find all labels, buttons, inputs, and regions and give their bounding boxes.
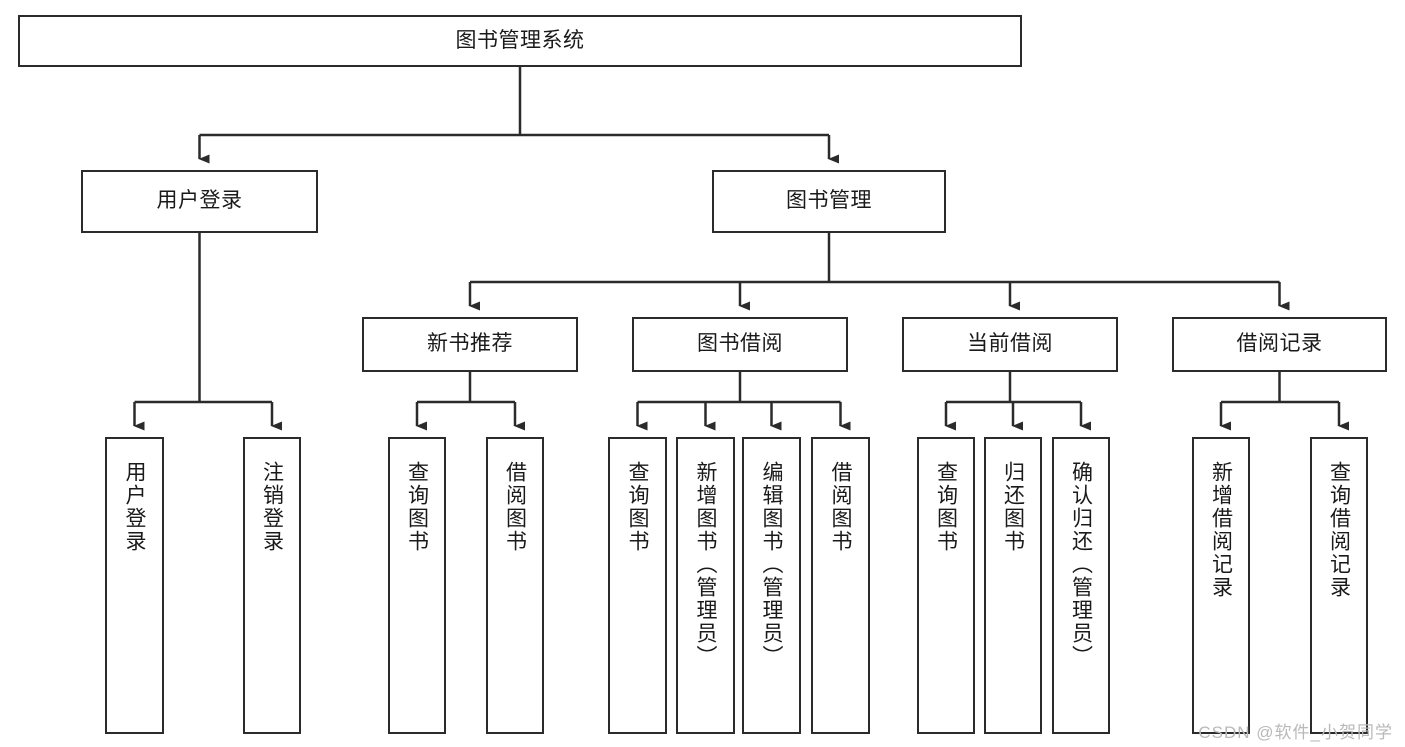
node-label: 新增图书（管理员） [694, 461, 717, 668]
node-label: 查询图书 [626, 461, 649, 553]
node-label: 新增借阅记录 [1209, 461, 1233, 599]
node-login[interactable]: 用户登录 [81, 170, 318, 233]
node-label: 当前借阅 [967, 332, 1053, 356]
node-borrow[interactable]: 图书借阅 [632, 317, 848, 372]
node-leaf-1[interactable]: 用户登录 [105, 437, 164, 734]
node-leaf-7[interactable]: 编辑图书（管理员） [742, 437, 801, 734]
node-leaf-12[interactable]: 新增借阅记录 [1192, 437, 1250, 734]
node-label: 图书借阅 [697, 332, 783, 356]
node-label: 用户登录 [156, 189, 243, 213]
node-leaf-11[interactable]: 确认归还（管理员） [1052, 437, 1110, 734]
node-leaf-2[interactable]: 注销登录 [243, 437, 301, 734]
node-label: 借阅记录 [1236, 332, 1323, 356]
node-leaf-13[interactable]: 查询借阅记录 [1310, 437, 1368, 734]
node-label: 确认归还（管理员） [1069, 461, 1093, 668]
node-records[interactable]: 借阅记录 [1172, 317, 1387, 372]
node-label: 新书推荐 [427, 332, 513, 356]
node-label: 图书管理 [786, 189, 872, 213]
node-label: 借阅图书 [829, 461, 852, 553]
node-label: 编辑图书（管理员） [760, 461, 783, 668]
node-label: 归还图书 [1001, 461, 1025, 553]
node-label: 查询借阅记录 [1327, 461, 1351, 599]
node-leaf-3[interactable]: 查询图书 [388, 437, 446, 734]
node-leaf-5[interactable]: 查询图书 [608, 437, 667, 734]
node-label: 查询图书 [405, 461, 429, 553]
node-label: 借阅图书 [503, 461, 527, 553]
node-label: 查询图书 [934, 461, 958, 553]
node-leaf-8[interactable]: 借阅图书 [811, 437, 870, 734]
node-root[interactable]: 图书管理系统 [18, 15, 1022, 67]
node-newbook[interactable]: 新书推荐 [362, 317, 578, 372]
node-leaf-4[interactable]: 借阅图书 [486, 437, 544, 734]
node-leaf-9[interactable]: 查询图书 [917, 437, 975, 734]
node-label: 注销登录 [260, 461, 284, 553]
node-current[interactable]: 当前借阅 [902, 317, 1118, 372]
node-leaf-6[interactable]: 新增图书（管理员） [676, 437, 735, 734]
node-label: 图书管理系统 [455, 28, 585, 52]
watermark-label: CSDN @软件_小贺同学 [1198, 723, 1393, 742]
node-label: 用户登录 [123, 461, 146, 553]
node-leaf-10[interactable]: 归还图书 [984, 437, 1042, 734]
node-bookmgmt[interactable]: 图书管理 [712, 170, 946, 233]
